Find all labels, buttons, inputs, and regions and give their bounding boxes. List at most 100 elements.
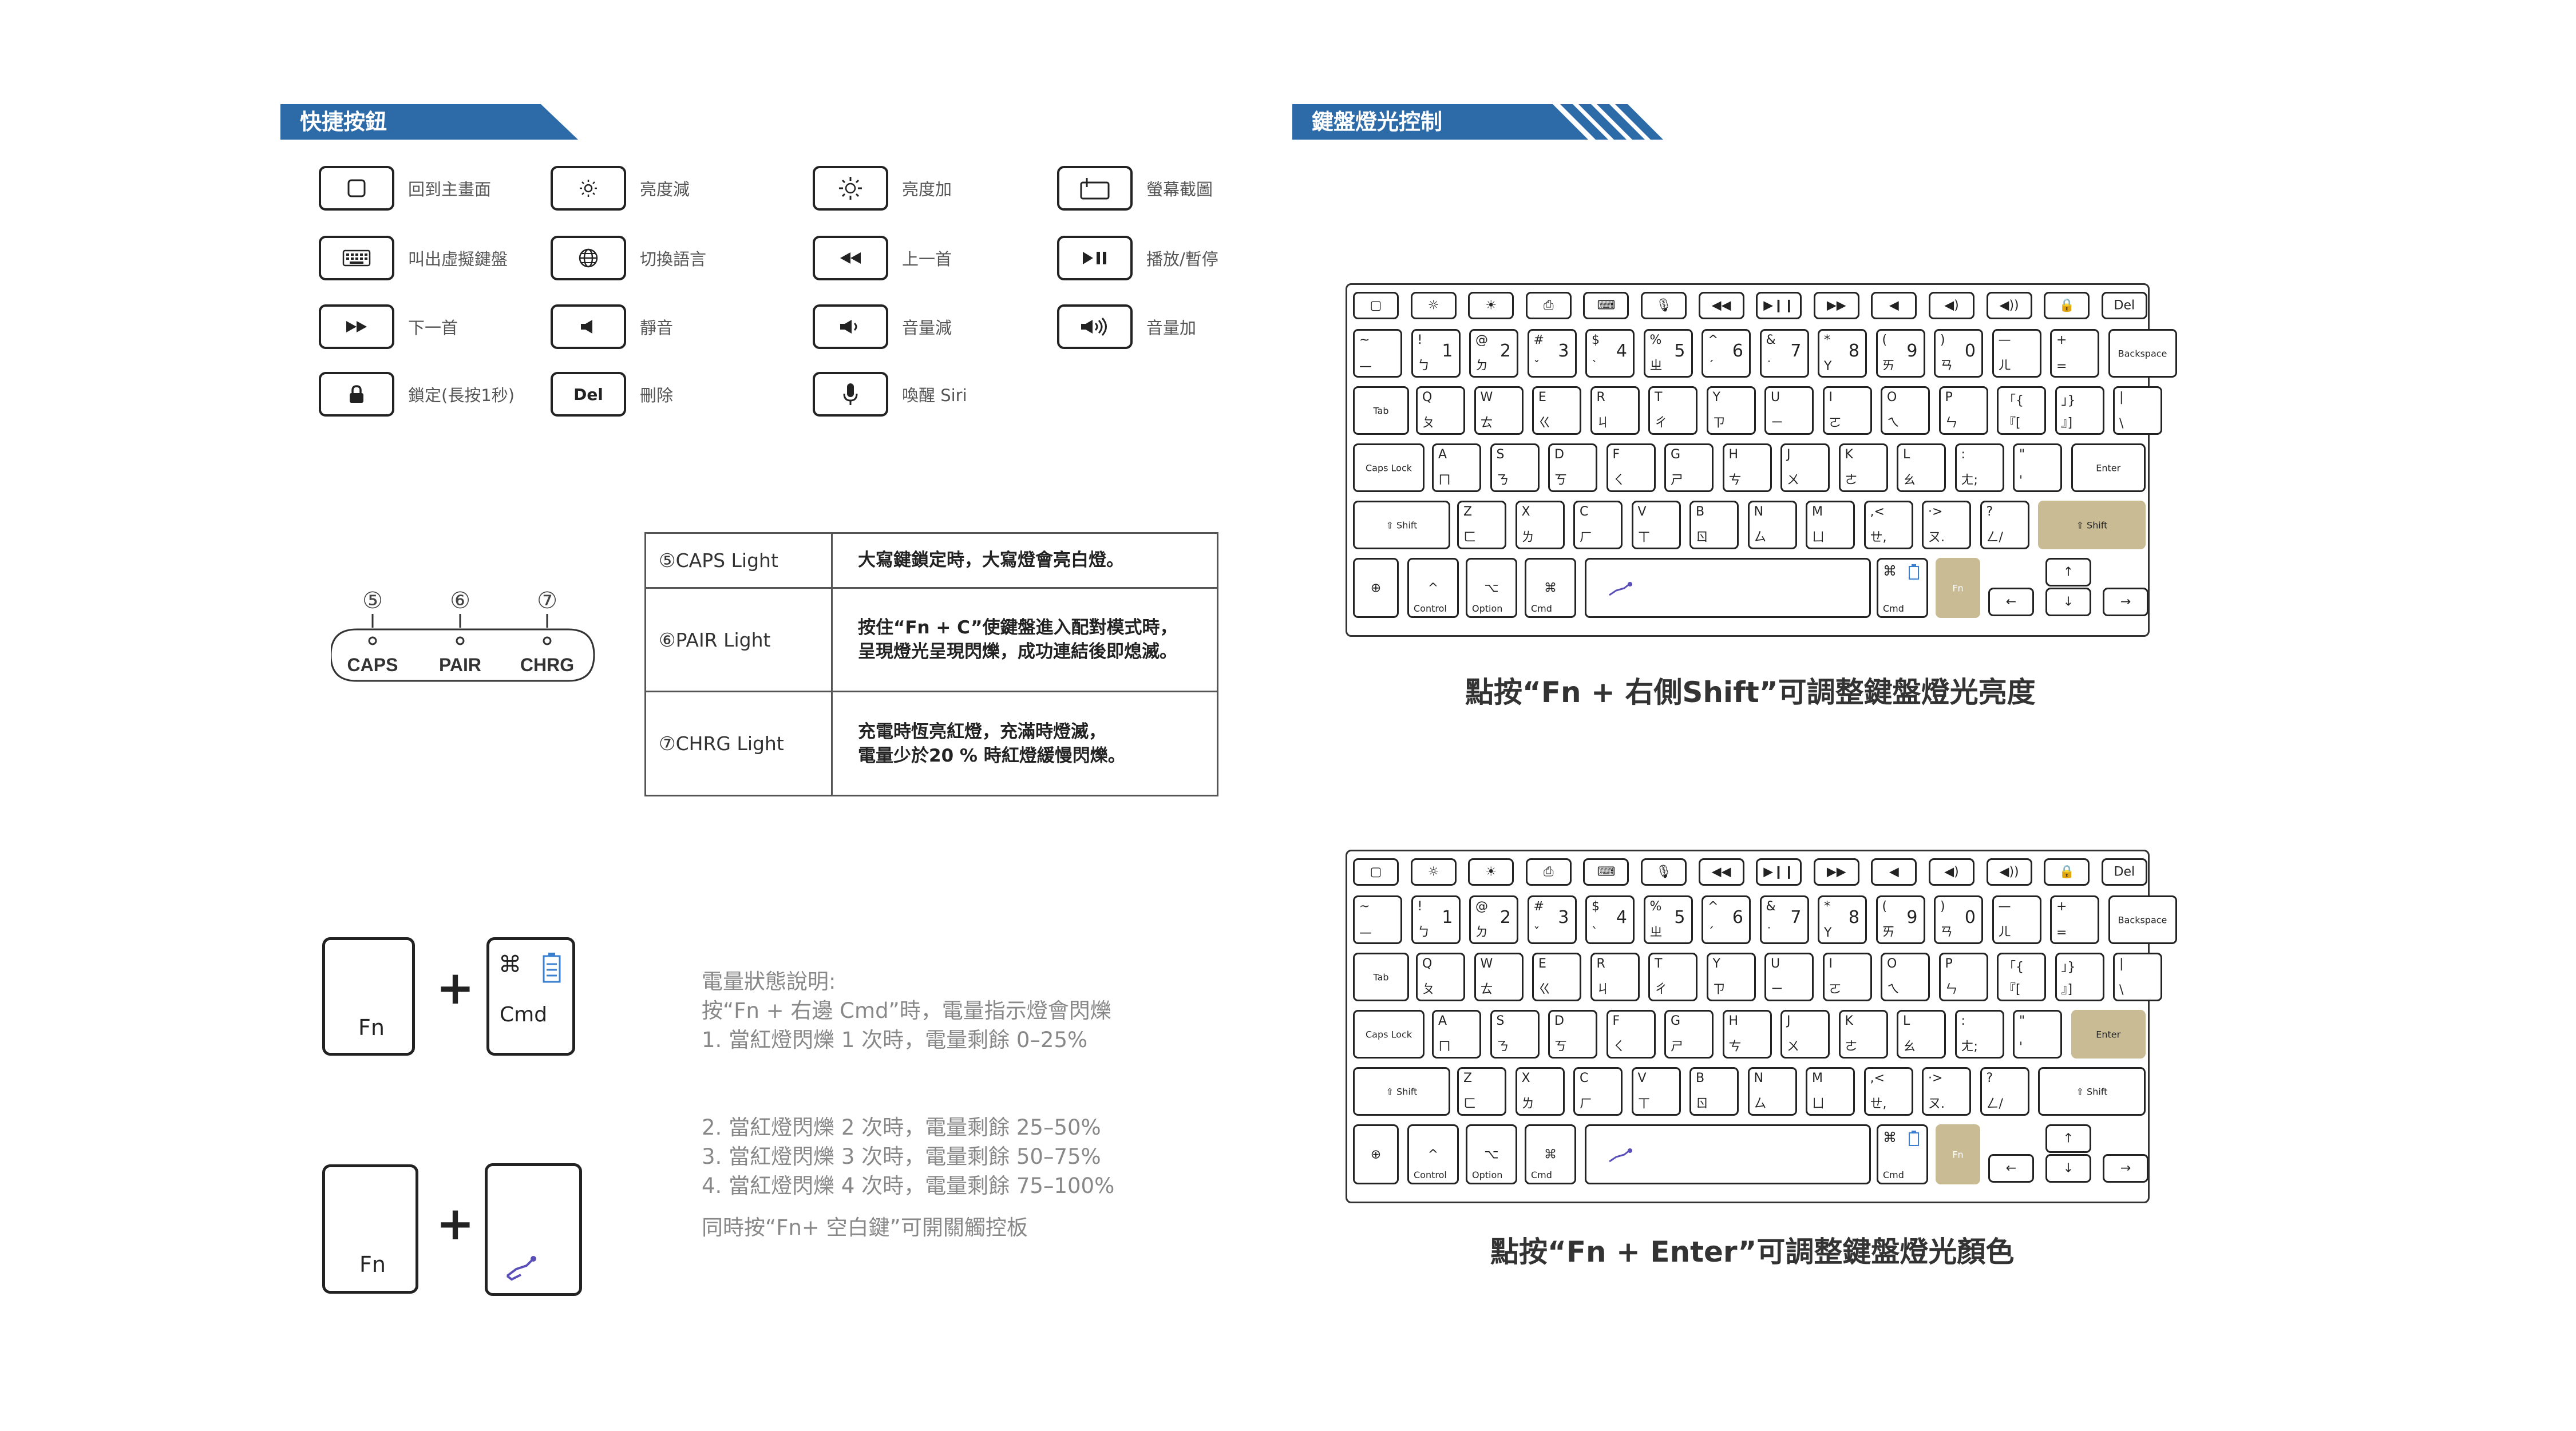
key-legend: ㄉ <box>1475 925 1489 940</box>
shortcut-label: 鎖定(長按1秒) <box>408 386 515 405</box>
key-legend: ⌥ <box>1484 581 1499 595</box>
fn-key-label: Fn <box>359 1252 386 1277</box>
key-legend: Z <box>1463 505 1473 519</box>
cmd-key: ⌘Cmd <box>1525 1124 1576 1184</box>
key-legend: \ <box>2119 983 2124 997</box>
fn-row-key: ◀◀ <box>1698 858 1744 886</box>
key-legend: ˋ <box>1592 926 1598 940</box>
fn-row-key: ⎙ <box>1525 858 1572 886</box>
key-legend: ▶❙❙ <box>1763 865 1795 879</box>
globe-key: ⊕ <box>1353 1124 1399 1184</box>
letter-key: :ㄤ; <box>1954 443 2004 492</box>
plus-sign: + <box>436 961 475 1014</box>
shortcut-label: 喚醒 Siri <box>902 386 967 405</box>
virtual-keyboard-key <box>319 236 394 280</box>
key-legend: @ <box>1475 899 1488 914</box>
shortcut-label: 上一首 <box>902 249 952 269</box>
fn-row-key: ⎙ <box>1525 292 1572 319</box>
fn-row-key: ☀ <box>1468 858 1514 886</box>
cmd-key-label: Cmd <box>500 1003 548 1026</box>
mute-key <box>551 304 626 349</box>
key-legend: ㄒ <box>1637 1097 1651 1111</box>
key-legend: P <box>1945 390 1953 405</box>
backspace-key: Backspace <box>2108 895 2177 944</box>
rewind-key <box>813 236 888 280</box>
key-legend: ▢ <box>1370 865 1382 879</box>
home-icon <box>347 179 366 198</box>
key-legend: ☀ <box>1485 298 1497 313</box>
key-legend: E <box>1538 390 1546 405</box>
tab-key: Tab <box>1353 953 1409 1001</box>
touchpad-hand-icon <box>1609 582 1632 596</box>
key-legend: ˊ <box>1708 359 1714 374</box>
lock-key <box>319 372 394 417</box>
enter-key: Enter <box>2071 1010 2146 1059</box>
key-legend: + <box>2056 899 2067 914</box>
key-legend: ㄎ <box>1554 1040 1568 1054</box>
key-legend: M <box>1812 1071 1823 1085</box>
key-legend: L <box>1903 1014 1910 1028</box>
led-desc: 按住“Fn + C”使鍵盤進入配對模式時，呈現燈光呈現閃爍，成功連結後即熄滅。 <box>831 586 1218 693</box>
fn-row-key: Del <box>2101 292 2147 319</box>
key-legend: % <box>1649 333 1662 347</box>
key-legend: ◀ <box>1889 298 1899 313</box>
key-legend: ㄙ <box>1754 530 1767 545</box>
key-legend: ㄨ <box>1787 1040 1800 1054</box>
volume-up-key <box>1057 304 1133 349</box>
shortcut-item: 播放/暫停 <box>1057 236 1218 280</box>
caps-led-icon <box>368 636 377 645</box>
key-legend: ( <box>1882 333 1888 347</box>
letter-key: 「{『[ <box>1997 953 2046 1001</box>
key-legend: ^ <box>1427 581 1439 595</box>
key-legend: Cmd <box>1531 603 1552 614</box>
fn-key: Fn <box>322 937 415 1056</box>
key-legend: ㄟ <box>1887 416 1900 430</box>
right-shift-key: ⇧ Shift <box>2038 1067 2146 1116</box>
key-legend: # <box>1533 333 1544 347</box>
brightness-up-key <box>813 166 888 211</box>
key-legend: ⌘ <box>1544 1147 1557 1162</box>
tab-key: Tab <box>1353 386 1409 435</box>
enter-key: Enter <box>2071 443 2146 492</box>
key-legend: ⎙ <box>1543 865 1554 879</box>
delete-key: Del <box>551 372 626 417</box>
key-legend: Tab <box>1373 405 1389 416</box>
shortcut-label: 音量減 <box>902 318 952 338</box>
key-legend: ⌘ <box>1544 581 1557 595</box>
key-legend: ㄠ <box>1903 473 1916 487</box>
key-legend: ㄣ <box>1945 982 1958 997</box>
shortcut-item: 上一首 <box>813 236 952 280</box>
key-legend: ↓ <box>2063 1161 2074 1176</box>
key-legend: ← <box>2005 1161 2017 1176</box>
key-legend: ↑ <box>2063 1131 2074 1146</box>
space-key <box>1585 558 1871 618</box>
led-description-table: ⑤CAPS Light 大寫鍵鎖定時，大寫燈會亮白燈。 ⑥PAIR Light … <box>644 532 1218 796</box>
fn-row-key: ▶❙❙ <box>1756 858 1802 886</box>
globe-key <box>551 236 626 280</box>
shortcut-item: 鎖定(長按1秒) <box>319 372 515 417</box>
key-legend: ⊕ <box>1370 581 1382 595</box>
key-legend: ☼ <box>1427 865 1439 879</box>
shortcut-label: 亮度加 <box>902 180 952 199</box>
arrow-left-key: ← <box>1988 1154 2034 1183</box>
number-row-key: += <box>2050 329 2099 378</box>
key-legend: Del <box>2114 298 2135 313</box>
shortcut-label: 下一首 <box>408 318 458 338</box>
brightness-down-icon <box>577 177 600 200</box>
key-legend: ㄏ <box>1580 1097 1593 1111</box>
key-legend: = <box>2056 359 2067 374</box>
key-legend: Z <box>1463 1071 1473 1085</box>
key-legend: ˊ <box>1708 926 1714 940</box>
